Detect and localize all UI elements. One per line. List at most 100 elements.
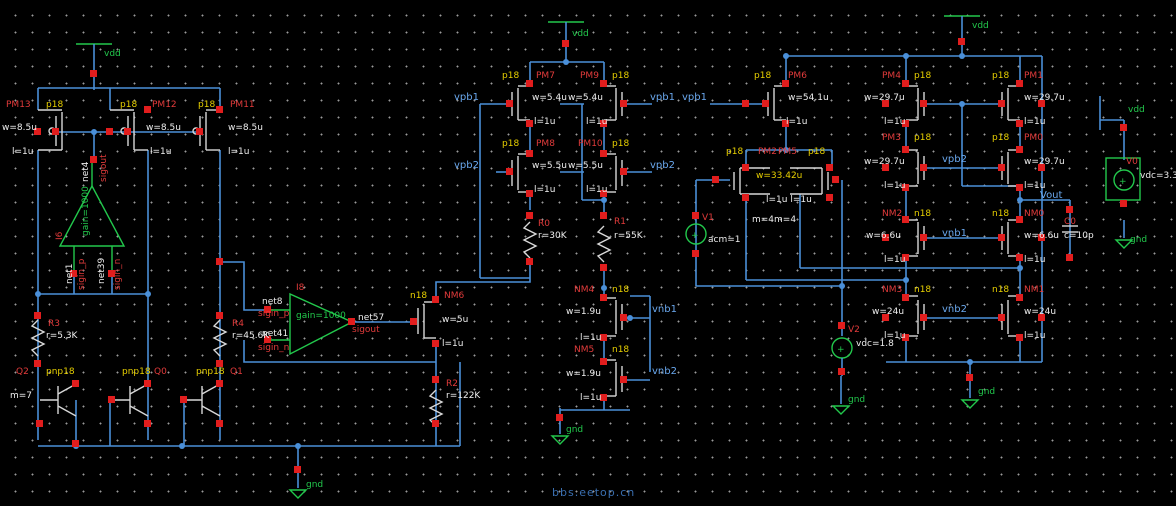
label-bias-nm-1-model: n18 [612,345,629,355]
label-bandgap-resistors-0-value: r=5.3K [46,331,79,341]
gnd-symbol-4: gnd [960,362,995,409]
pmos-pm9[interactable] [604,85,623,121]
label-opamp-pm-3-w: w=29.7u [1024,157,1065,167]
label-opamp-pm5-model: p18 [808,147,825,157]
label-opamp-pm-2-model: p18 [914,133,931,143]
label-opamp-nm-1-model: n18 [992,209,1009,219]
label-opamp-l: l=1u [1024,181,1045,191]
label-opamp-c0-name: C0 [1064,217,1076,227]
pmos-pm7[interactable] [511,85,530,121]
label-opamp-nm-3-name: NM1 [1024,285,1044,295]
label-supplies-gnd: gnd [306,480,323,490]
label-bandgap-bjts-1-name: Q0 [154,367,167,377]
pmos-pm8[interactable] [511,153,530,193]
label-bandgap-amp-name: I6 [55,231,65,240]
label-bias-pm-1-model: p18 [612,71,629,81]
label-bandgap-pmos-1-model: p18 [120,100,137,110]
label-bandgap-pmos-0-model: p18 [46,100,63,110]
bias-wires [479,61,652,411]
vdd-symbol-3: vdd [944,15,989,56]
label-bandgap-amp2-net_n: net41 [262,329,288,339]
label-opamp-nm-3-model: n18 [992,285,1009,295]
resistor-r0[interactable] [522,221,538,259]
label-bias-nm-0-name: NM4 [574,285,594,295]
svg-text:+: + [837,345,845,355]
label-opamp-nm-2-model: n18 [914,285,931,295]
nmos-nm5[interactable] [604,359,623,397]
label-bias-nets-vnb1: vnb1 [942,228,967,239]
label-bandgap-amp-inp: sigin_p [77,258,87,290]
nmos-nm4[interactable] [604,297,623,337]
label-opamp-l: l=1u [884,331,905,341]
label-opamp-v1-name: V1 [702,213,714,223]
label-opamp-pair_w: w=33.42u [756,171,802,181]
bandgap-wires [37,87,531,447]
label-opamp-pair_l: l=1u l=1u [766,195,812,205]
label-opamp-pm-2-name: PM3 [882,133,901,143]
label-opamp-v0-name: V0 [1126,157,1138,167]
resistor-r1[interactable] [596,225,612,263]
label-opamp-nm-3-w: w=24u [1024,307,1056,317]
label-bias-nets-vnb2: vnb2 [942,304,967,315]
label-opamp-pm-0-w: w=29.7u [864,93,905,103]
label-opamp-pm2-name: PM2 [758,147,777,157]
label-bias-pm-0-name: PM7 [536,71,555,81]
label-opamp-c0-value: c=10p [1064,231,1094,241]
label-bandgap-amp2-net_out: net57 [358,313,384,323]
nmos-nm6[interactable] [417,301,436,339]
opamp-i6[interactable] [58,160,126,270]
label-bandgap-resistors-2-value: r=122K [446,391,481,401]
label-bias-pm-3-w: w=5.5u [568,161,603,171]
label-bandgap-pmos-2-w: w=8.5u [228,123,263,133]
vsource-v1[interactable]: + [685,223,707,245]
label-opamp-v2-value: vdc=1.8 [856,339,894,349]
label-bias-nets-vpb2: vpb2 [454,160,479,171]
label-opamp-pm-3-model: p18 [992,133,1009,143]
svg-text:+: + [691,231,699,241]
label-bandgap-resistors-1-name: R4 [232,319,244,329]
label-bandgap-amp-out: sigout [99,154,109,182]
label-opamp-pair_m: m=4m=4 [752,215,796,225]
label-bias-pm-3-model: p18 [612,139,629,149]
label-bias-r0-name: R0 [538,219,550,229]
label-opamp-pm-1-w: w=29.7u [1024,93,1065,103]
label-bandgap-pmos-2-l: l=1u [228,147,249,157]
label-opamp-pm-0-model: p18 [914,71,931,81]
opamp-i8[interactable] [268,292,354,356]
resistor-r2[interactable] [428,389,444,427]
label-bias-r0-value: r=30K [538,231,568,241]
resistor-r4[interactable] [212,319,228,357]
label-bandgap-bjts-0-m: m=7 [10,391,32,401]
capacitor-c0[interactable] [1062,225,1078,233]
label-bias-nets-vpb2: vpb2 [650,160,675,171]
label-bandgap-pmos-0-l: l=1u [12,147,33,157]
label-opamp-pm6-model: p18 [754,71,771,81]
label-bias-pm-2-model: p18 [502,139,519,149]
pmos-pm6[interactable] [767,85,786,121]
label-bandgap-bjts-0-model: pnp18 [46,367,75,377]
label-bandgap-amp-inn: sigin_n [113,259,123,290]
label-bias-nets-vpb2: vpb2 [942,154,967,165]
label-bias-nets-vpb1: vpb1 [650,92,675,103]
label-opamp-nm-1-w: w=6.6u [1024,231,1059,241]
label-opamp-l: l=1u [1024,255,1045,265]
pin-markers [34,38,1127,473]
label-opamp-nm-2-name: NM3 [882,285,902,295]
label-bias-pm-0-w: w=5.4u [532,93,567,103]
bjt-q1[interactable] [184,383,221,417]
bjt-q0[interactable] [110,383,149,417]
resistor-r3[interactable] [30,319,46,357]
vdd-symbol-1: vdd [76,43,121,90]
label-bandgap-bjts-2-model: pnp18 [196,367,225,377]
label-bias-nets-vpb1: vpb1 [682,92,707,103]
label-bias-nm-1-l: l=1u [580,393,601,403]
pmos-pm5[interactable] [790,167,829,195]
label-bandgap-pmos-0-w: w=8.5u [2,123,37,133]
label-opamp-nm-0-model: n18 [914,209,931,219]
label-bandgap-amp2-gain: gain=1000 [296,311,346,321]
label-bandgap-amp2-net_p: net8 [262,297,283,307]
bjt-q2[interactable] [40,383,77,417]
label-bias-pm-1-name: PM9 [580,71,599,81]
